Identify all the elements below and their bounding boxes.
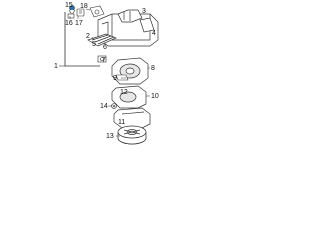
label-11: 11: [118, 119, 126, 126]
label-18: 18: [80, 3, 88, 10]
label-1: 1: [54, 63, 58, 70]
part-6-filter: [87, 33, 117, 47]
label-10: 10: [151, 93, 159, 100]
leader-18: [85, 8, 91, 11]
label-17: 17: [75, 20, 83, 27]
label-6: 6: [103, 44, 107, 51]
part-18-actuator: [89, 5, 105, 18]
part-17-connector: [76, 8, 85, 17]
parts-diagram: 1 2 3 4 5 6 7 8 9 10 11 12 13 14 15 16 1…: [0, 0, 200, 147]
diagram-drawing: [59, 5, 159, 145]
leader-6: [91, 36, 95, 41]
part-9-resistor: [115, 74, 129, 81]
label-15: 15: [65, 2, 73, 9]
part-14-grommet: [111, 103, 117, 109]
label-12: 12: [120, 89, 128, 96]
part-2-cover: [117, 9, 143, 23]
part-13-blower-motor: [117, 125, 147, 145]
label-3: 3: [142, 8, 146, 15]
label-14: 14: [100, 103, 108, 110]
part-8-blower-case: [111, 57, 149, 85]
label-2: 2: [86, 33, 90, 40]
label-8: 8: [151, 65, 155, 72]
label-13: 13: [106, 133, 114, 140]
part-3-door: [139, 17, 155, 33]
label-4: 4: [152, 30, 156, 37]
part-7-bracket: [97, 55, 107, 63]
label-7: 7: [102, 57, 106, 64]
part-16-sensor: [67, 13, 75, 19]
label-16: 16: [65, 20, 73, 27]
part-10-scroll-housing: [111, 85, 147, 109]
label-9: 9: [113, 75, 117, 82]
label-5: 5: [92, 41, 96, 48]
